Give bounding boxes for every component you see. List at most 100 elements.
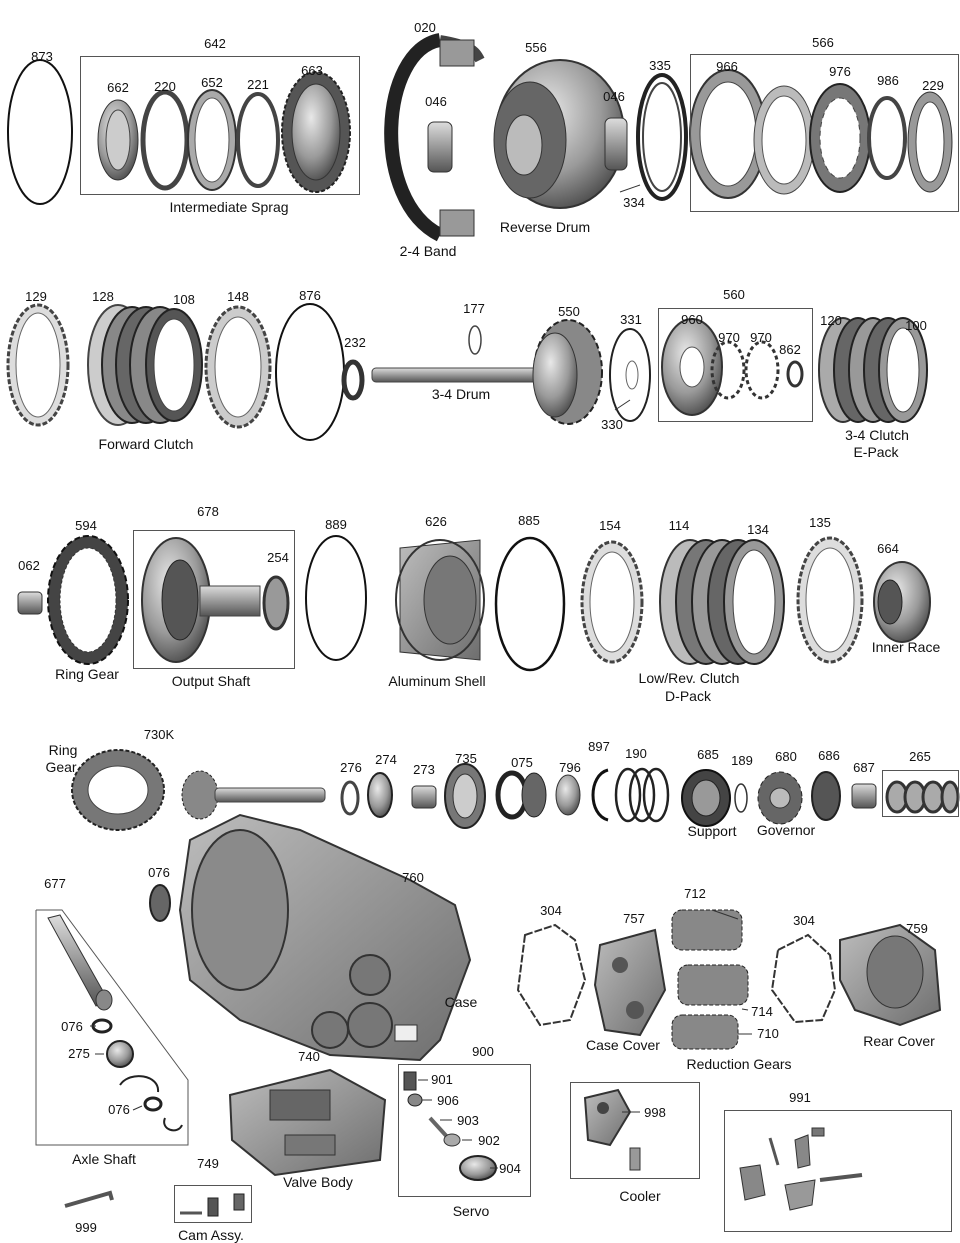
bearing-796 [555,774,581,816]
part-number-076-c: 076 [108,1102,130,1117]
drum-3-4 [532,319,603,425]
pack-566-group [689,69,953,199]
washer-276 [340,780,360,816]
part-number-687: 687 [853,760,875,775]
caption-e-pack: E-Pack [853,444,899,460]
caption-cooler: Cooler [619,1188,661,1204]
part-number-960: 960 [681,312,703,327]
part-number-900: 900 [472,1044,494,1059]
part-number-129: 129 [25,289,47,304]
part-number-897: 897 [588,739,610,754]
part-number-710: 710 [757,1026,779,1041]
washer-232 [341,359,365,401]
part-number-998: 998 [644,1105,666,1120]
caption-ring-gear: Ring Gear [55,666,119,682]
caption-d-pack: D-Pack [665,688,711,704]
seal-686 [811,771,841,821]
part-number-686: 686 [818,748,840,763]
part-number-999: 999 [75,1220,97,1235]
part-number-148: 148 [227,289,249,304]
part-number-154: 154 [599,518,621,533]
part-number-276: 276 [340,760,362,775]
part-number-220: 220 [154,79,176,94]
part-number-566: 566 [812,35,834,50]
caption-rear-cover: Rear Cover [863,1033,935,1049]
part-number-046-b: 046 [603,89,625,104]
part-number-712: 712 [684,886,706,901]
clutch-3-4-pack [818,317,928,423]
part-number-976: 976 [829,64,851,79]
part-number-062: 062 [18,558,40,573]
part-number-678: 678 [197,504,219,519]
seal-735 [444,763,486,829]
frame-output-shaft [133,530,295,669]
part-number-796: 796 [559,760,581,775]
part-number-760: 760 [402,870,424,885]
part-number-135: 135 [809,515,831,530]
linkage-parts-991 [739,1127,863,1211]
seal-076-a [149,884,171,922]
part-number-970-b: 970 [750,330,772,345]
part-number-970-a: 970 [718,330,740,345]
caption-ring-gear-top-1: Ring [48,742,78,758]
part-number-076-a: 076 [148,865,170,880]
part-number-265: 265 [909,749,931,764]
ring-331 [609,328,651,422]
part-number-685: 685 [697,747,719,762]
o-ring-177 [468,325,482,355]
seal-rings-190 [614,767,670,823]
part-number-120: 120 [820,313,842,328]
intermediate-sprag-group [97,71,351,193]
frame-servo [398,1064,531,1197]
part-number-075: 075 [511,755,533,770]
caption-aluminum-shell: Aluminum Shell [388,673,486,689]
part-number-076-b: 076 [61,1019,83,1034]
part-number-304-b: 304 [793,913,815,928]
part-number-229: 229 [922,78,944,93]
governor-680 [757,771,803,825]
part-number-749: 749 [197,1156,219,1171]
caption-valve-body: Valve Body [283,1174,353,1190]
support-685 [681,769,731,827]
part-number-221: 221 [247,77,269,92]
part-number-680: 680 [775,749,797,764]
case-760 [178,813,472,1062]
part-number-642: 642 [204,36,226,51]
part-number-331: 331 [620,312,642,327]
caption-case-cover: Case Cover [586,1037,660,1053]
output-shaft-assembly [141,537,290,663]
aluminum-shell [395,539,485,661]
snap-ring-873 [7,59,73,205]
snap-ring-885 [494,536,566,672]
part-number-652: 652 [201,75,223,90]
part-number-190: 190 [625,746,647,761]
part-number-046-a: 046 [425,94,447,109]
ring-gear-594 [47,535,129,665]
bushing-046-b [604,117,628,171]
frame-cooler [570,1082,700,1179]
forward-clutch-pack [87,304,203,426]
low-rev-clutch-pack [659,539,785,665]
part-number-273: 273 [413,762,435,777]
part-number-254: 254 [267,550,289,565]
gasket-304-b [770,933,837,1024]
cam-assy-749 [180,1193,245,1217]
part-number-556: 556 [525,40,547,55]
washers-265 [885,780,960,814]
part-number-594: 594 [75,518,97,533]
caption-forward-clutch: Forward Clutch [98,436,194,452]
caption-2-4-band: 2-4 Band [399,243,457,259]
snap-ring-axle [119,1075,160,1093]
part-number-862: 862 [779,342,801,357]
pinion-shaft-730k [181,770,326,820]
rear-cover-759 [839,923,942,1027]
part-number-134: 134 [747,522,769,537]
part-number-274: 274 [375,752,397,767]
frame-265 [882,770,959,817]
part-number-177: 177 [463,301,485,316]
part-number-986: 986 [877,73,899,88]
caption-support: Support [687,823,737,839]
part-number-757: 757 [623,911,645,926]
